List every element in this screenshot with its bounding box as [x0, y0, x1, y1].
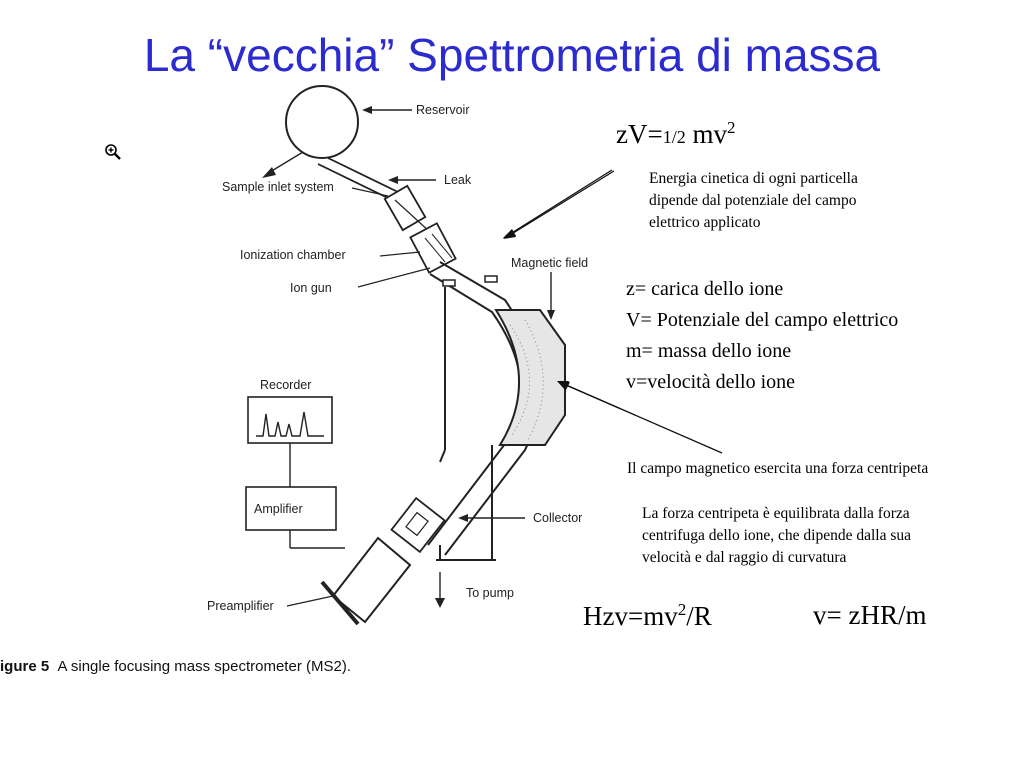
kinetic-energy-formula: zV=1/2 mv2	[616, 118, 736, 149]
label-collector: Collector	[533, 511, 583, 525]
magnetic-force-note: Il campo magnetico esercita una forza ce…	[627, 460, 929, 477]
magnet	[494, 309, 566, 446]
definition-z: z= carica dello ione	[626, 278, 784, 300]
label-recorder: Recorder	[260, 378, 312, 392]
label-preamplifier: Preamplifier	[207, 599, 274, 613]
equation-velocity: v= zHR/m	[813, 600, 927, 630]
definition-v-velocity: v=velocità dello ione	[626, 371, 796, 393]
label-magnetic-field: Magnetic field	[511, 256, 589, 270]
variable-definitions: z= carica dello ione V= Potenziale del c…	[626, 274, 898, 398]
figure-caption: igure 5 A single focusing mass spectrome…	[0, 658, 351, 675]
definition-v-potential: V= Potenziale del campo elettrico	[626, 309, 899, 331]
amplifier-box	[245, 486, 337, 531]
reservoir-sphere	[285, 85, 359, 159]
slide-title: La “vecchia” Spettrometria di massa	[143, 29, 881, 81]
equation-force-balance: Hzv=mv2/R	[583, 600, 712, 631]
energy-note: Energia cinetica di ogni particella dipe…	[649, 170, 858, 231]
label-leak: Leak	[444, 173, 472, 187]
mass-spectrometer-diagram	[245, 85, 620, 626]
label-ion-gun: Ion gun	[290, 281, 332, 295]
definition-m: m= massa dello ione	[626, 340, 792, 362]
zoom-in-icon[interactable]	[104, 143, 122, 166]
label-amplifier: Amplifier	[254, 502, 303, 516]
label-reservoir: Reservoir	[416, 103, 470, 117]
label-sample-inlet: Sample inlet system	[222, 180, 334, 194]
label-ionization-chamber: Ionization chamber	[240, 248, 346, 262]
balance-note: La forza centripeta è equilibrata dalla …	[642, 505, 911, 566]
label-to-pump: To pump	[466, 586, 514, 600]
